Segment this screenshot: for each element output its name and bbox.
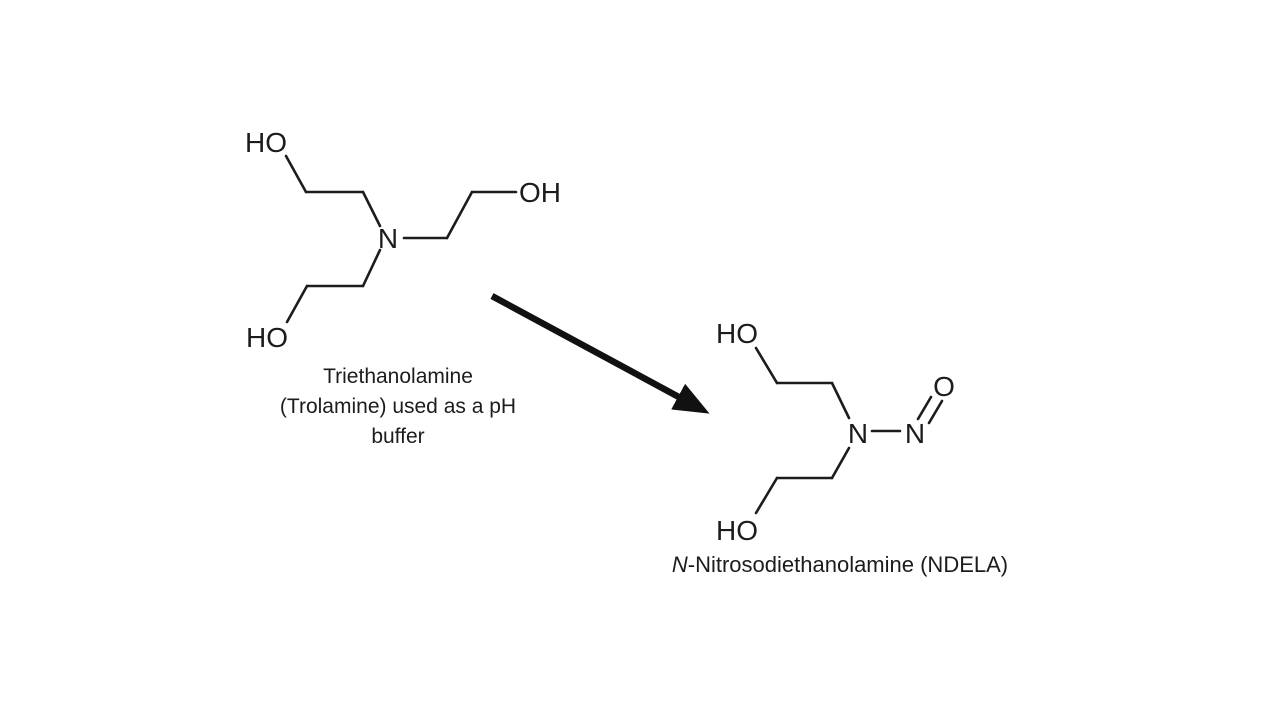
reactant-caption: Triethanolamine (Trolamine) used as a pH…: [240, 362, 556, 452]
bond: [361, 248, 382, 288]
reactant-caption-line2: (Trolamine) used as a pH: [279, 395, 517, 418]
bond: [445, 190, 474, 240]
bond: [284, 154, 308, 194]
reaction-arrow: [490, 293, 710, 414]
bond: [285, 284, 309, 324]
double-bond-line: [916, 395, 933, 421]
bond: [754, 346, 779, 385]
double-bond-line: [927, 399, 944, 425]
bond: [361, 190, 382, 228]
product-caption: N-Nitrosodiethanolamine (NDELA): [640, 551, 1040, 579]
reactant-caption-line1: Triethanolamine: [323, 365, 473, 388]
atom-label-ho-bottom: HO: [716, 515, 758, 546]
triethanolamine-structure: HO N OH HO: [245, 127, 561, 353]
atom-label-n-nitroso: N: [905, 418, 925, 449]
product-caption-text: -Nitrosodiethanolamine (NDELA): [687, 552, 1009, 577]
atom-label-n: N: [378, 223, 398, 254]
ndela-structure: HO N N O HO: [716, 318, 955, 546]
atom-label-ho-top: HO: [245, 127, 287, 158]
reactant-caption-line3: buffer: [371, 425, 425, 448]
arrow-line: [490, 293, 710, 414]
bond: [830, 381, 851, 420]
atom-label-ho-top: HO: [716, 318, 758, 349]
atom-label-n-amine: N: [848, 418, 868, 449]
atom-label-oh-right: OH: [519, 177, 561, 208]
product-caption-italic-n: N: [671, 552, 688, 577]
atom-label-ho-bottom: HO: [246, 322, 288, 353]
bond: [830, 446, 851, 480]
atom-label-o-nitroso: O: [933, 371, 955, 402]
bond: [754, 476, 779, 515]
